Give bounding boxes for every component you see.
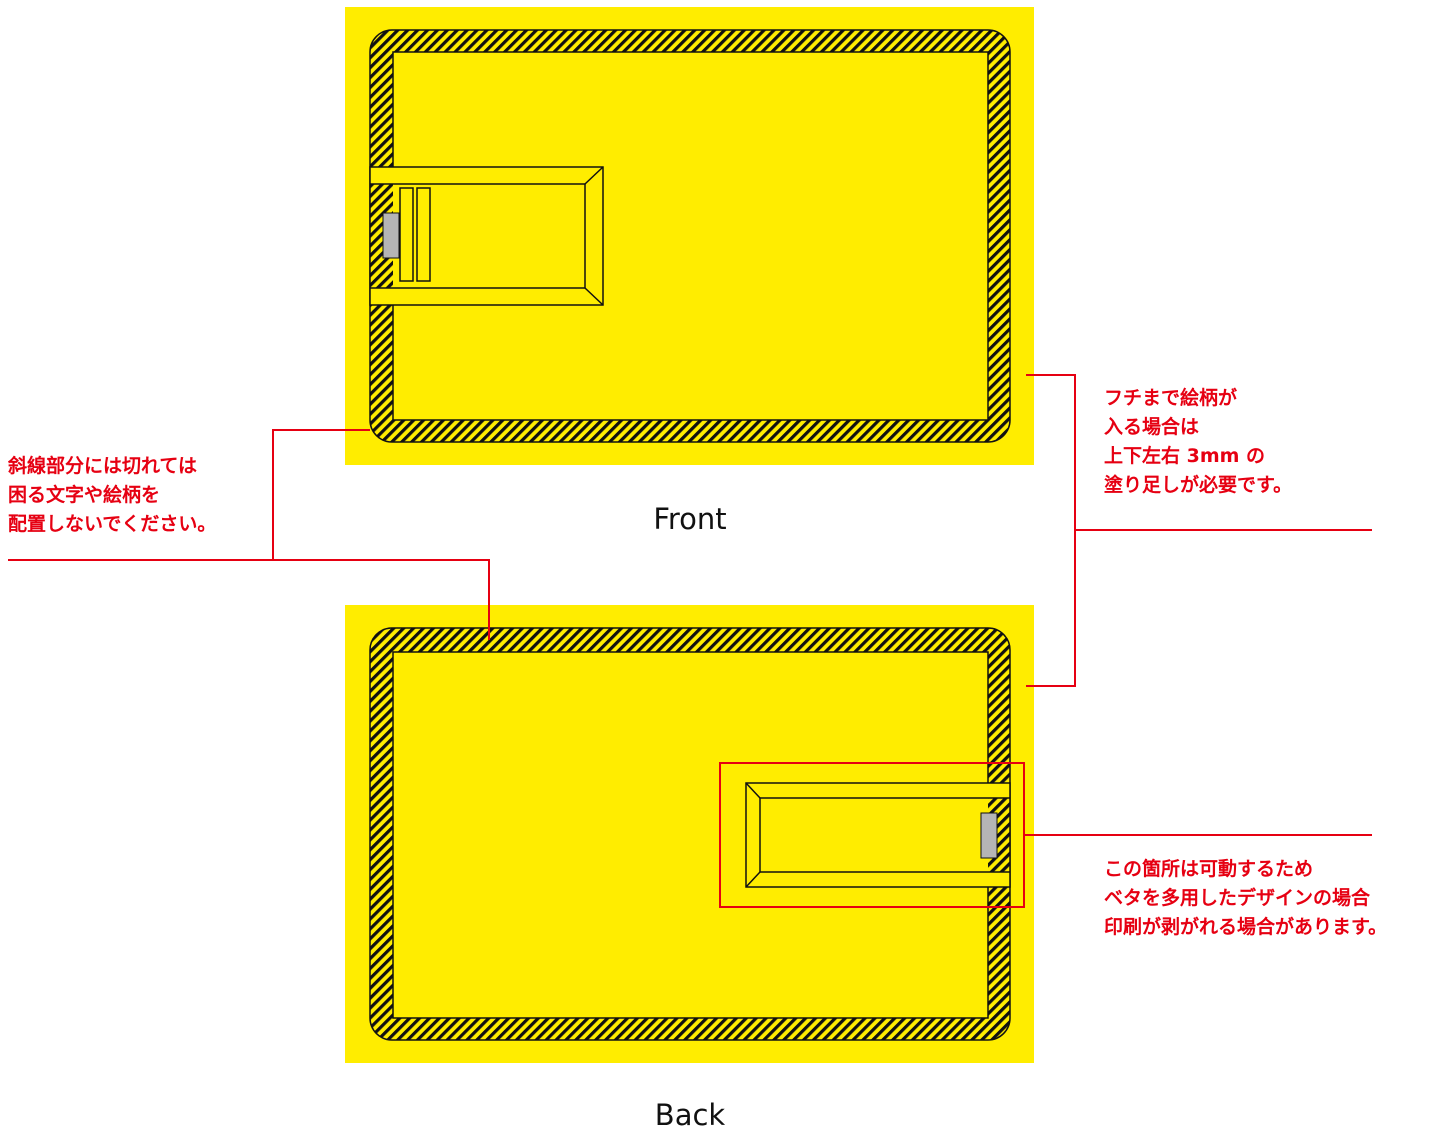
back-metal-contact — [980, 812, 998, 859]
back-label: Back — [654, 1098, 726, 1132]
hatch-area-note: 斜線部分には切れては 困る文字や絵柄を 配置しないでください。 — [8, 452, 216, 539]
bleed-note-leader — [1026, 374, 1372, 687]
back-hatched-border — [369, 627, 1011, 1041]
front-usb-connector — [369, 166, 604, 306]
bleed-note: フチまで絵柄が 入る場合は 上下左右 3mm の 塗り足しが必要です。 — [1104, 384, 1292, 500]
front-card — [345, 7, 1034, 465]
movable-area-note: この箇所は可動するため ベタを多用したデザインの場合 印刷が剥がれる場合がありま… — [1104, 855, 1387, 942]
front-label: Front — [653, 502, 727, 536]
hatch-note-line: 配置しないでください。 — [8, 513, 217, 535]
bleed-note-line: 上下左右 3mm の — [1104, 445, 1266, 467]
movable-note-line: 印刷が剥がれる場合があります。 — [1104, 916, 1388, 938]
hatch-note-line: 困る文字や絵柄を — [8, 484, 161, 506]
back-usb-connector — [745, 782, 1011, 888]
bleed-note-line: フチまで絵柄が — [1104, 387, 1238, 409]
movable-note-line: ベタを多用したデザインの場合 — [1104, 887, 1371, 909]
hatch-note-line: 斜線部分には切れては — [8, 455, 198, 477]
bleed-note-line: 塗り足しが必要です。 — [1104, 474, 1293, 496]
bleed-note-line: 入る場合は — [1104, 416, 1200, 438]
movable-note-line: この箇所は可動するため — [1104, 858, 1314, 880]
back-card — [345, 605, 1034, 1063]
front-metal-contact — [382, 212, 400, 259]
hatch-note-leader — [8, 429, 490, 640]
